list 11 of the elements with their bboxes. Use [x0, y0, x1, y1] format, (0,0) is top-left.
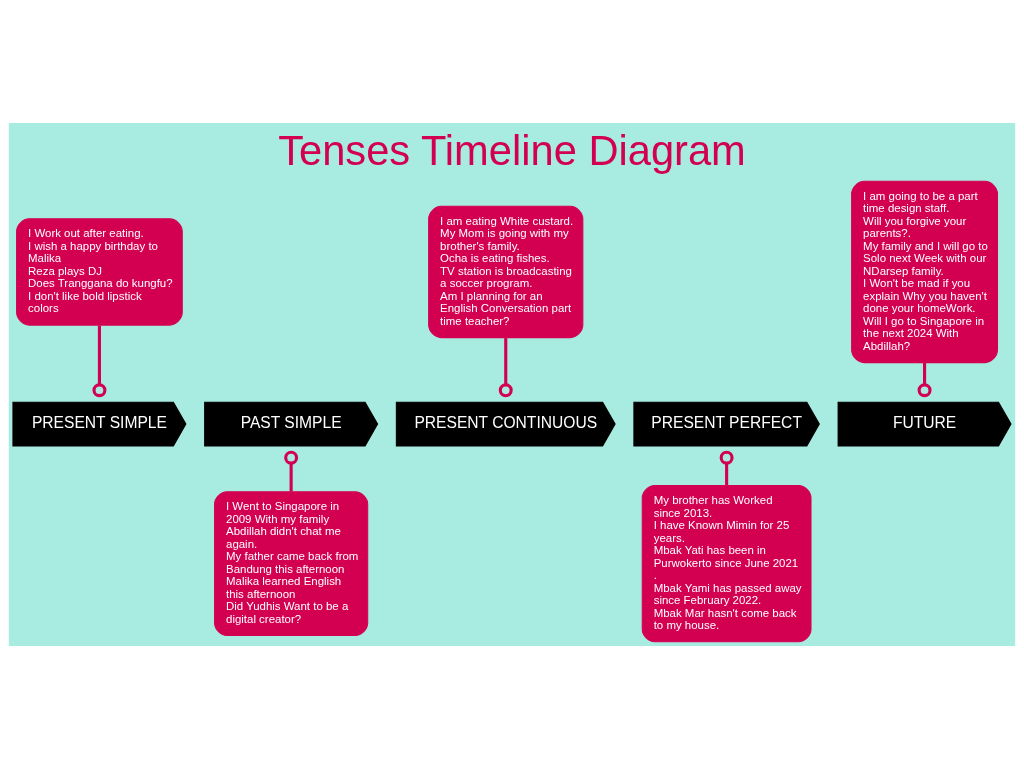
- connector: [917, 362, 932, 397]
- connector: [92, 325, 107, 397]
- node-box: I Went to Singapore in 2009 With my family Abdillah didn't chat me again. My father came back from Bandung this afternoon Malika learned English this afternoon Did Yudhis Want to be a digital creator?: [214, 490, 369, 636]
- node-box: I am eating White custard. My Mom is going with my brother's family. Ocha is eating fishes. TV station is broadcasting a soccer program. Am I planning for an English Conversation part time teacher?: [428, 205, 584, 338]
- connector: [719, 450, 734, 485]
- connector: [498, 337, 513, 397]
- node-box: My brother has Worked since 2013. I have Known Mimin for 25 years. Mbak Yati has been in Purwokerto since June 2021 . Mbak Yami has passed away since February 2022. Mbak Mar hasn't come back to my house.: [641, 484, 812, 642]
- connector: [284, 450, 299, 492]
- node-box: I am going to be a part time design staff. Will you forgive your parents?. My family and I will go to Solo next Week with our NDarsep family. I Won't be mad if you explain Why you haven't done your homeWork. Will I go to Singapore in the next 2024 With Abdillah?: [851, 180, 998, 363]
- node-box: I Work out after eating. I wish a happy birthday to Malika Reza plays DJ Does Tranggana do kungfu? I don't like bold lipstick colors: [16, 217, 183, 326]
- diagram-title: Tenses Timeline Diagram: [278, 126, 746, 174]
